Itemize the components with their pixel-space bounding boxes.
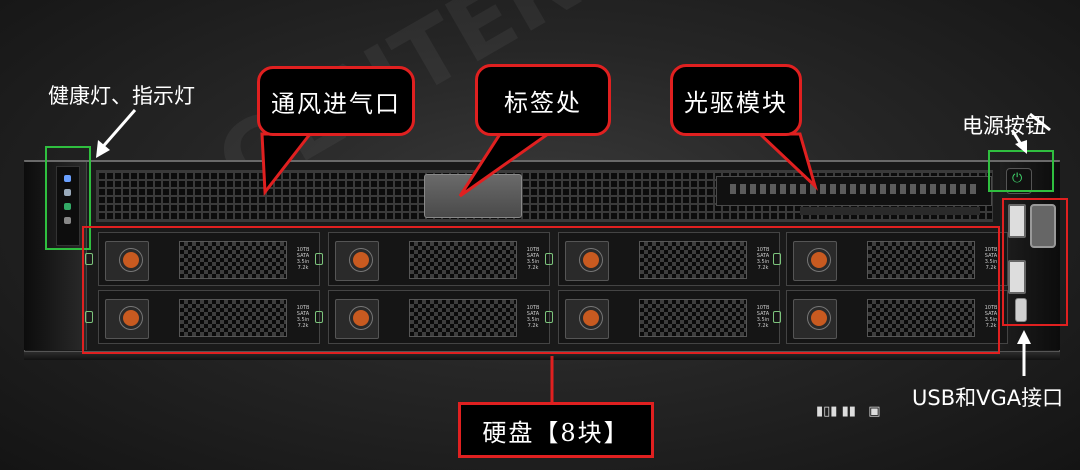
vga-port[interactable] <box>1030 204 1056 248</box>
led-highlight-box <box>45 146 91 250</box>
health-led-label: 健康灯、指示灯 <box>48 84 195 108</box>
hard-disk-6[interactable]: 10TB SATA 3.5in 7.2k <box>315 290 550 344</box>
disk-capacity-label: 10TB SATA 3.5in 7.2k <box>984 305 998 329</box>
disk-status-icon <box>773 253 781 265</box>
optical-pointer <box>756 132 818 191</box>
disk-latch[interactable] <box>565 299 609 339</box>
hard-disk-7[interactable]: 10TB SATA 3.5in 7.2k <box>545 290 780 344</box>
disk-status-icon <box>315 311 323 323</box>
disk-status-icon <box>545 253 553 265</box>
disk-status-icon <box>85 311 93 323</box>
led-icon <box>64 217 71 224</box>
led-icon <box>64 203 71 210</box>
ventilation-callout: 通风进气口 <box>257 66 415 136</box>
usb-vga-label: USB和VGA接口 <box>912 386 1064 410</box>
disk-status-icon <box>773 311 781 323</box>
optical-drive-vent <box>730 184 980 194</box>
disk-capacity-label: 10TB SATA 3.5in 7.2k <box>984 247 998 271</box>
disk-release-knob[interactable] <box>350 307 372 329</box>
chassis-bottom-edge <box>24 352 1060 360</box>
disk-status-icon <box>315 253 323 265</box>
hard-disk-2[interactable]: 10TB SATA 3.5in 7.2k <box>315 232 550 286</box>
disk-status-icon <box>85 253 93 265</box>
disk-highlight-box <box>82 226 1000 354</box>
usb-port[interactable] <box>1008 204 1026 238</box>
disk-release-knob[interactable] <box>808 307 830 329</box>
disk-release-knob[interactable] <box>120 249 142 271</box>
disk-capacity-label: 10TB SATA 3.5in 7.2k <box>756 247 770 271</box>
disk-latch[interactable] <box>565 241 609 281</box>
disk-grille <box>639 299 747 337</box>
disk-capacity-label: 10TB SATA 3.5in 7.2k <box>296 247 310 271</box>
disk-grille <box>867 241 975 279</box>
disk-callout: 硬盘【8块】 <box>458 402 654 458</box>
led-icon <box>64 189 71 196</box>
disk-release-knob[interactable] <box>120 307 142 329</box>
hard-disk-1[interactable]: 10TB SATA 3.5in 7.2k <box>85 232 320 286</box>
power-button-label: 电源按钮 <box>962 114 1046 138</box>
disk-latch[interactable] <box>793 241 837 281</box>
power-button[interactable]: ⏻ <box>1006 168 1032 194</box>
arrow-icon <box>1015 140 1027 154</box>
led-arrow-icon <box>98 109 137 151</box>
optical-drive-slot <box>800 207 980 215</box>
arrow-icon <box>1017 330 1031 344</box>
power-icon: ⏻ <box>1012 171 1023 186</box>
disk-latch[interactable] <box>335 299 379 339</box>
disk-grille <box>867 299 975 337</box>
hard-disk-4[interactable]: 10TB SATA 3.5in 7.2k <box>773 232 1008 286</box>
disk-capacity-label: 10TB SATA 3.5in 7.2k <box>526 305 540 329</box>
arrow-icon <box>96 140 110 158</box>
disk-status-icon <box>545 311 553 323</box>
disk-grille <box>179 299 287 337</box>
disk-grille <box>179 241 287 279</box>
disk-latch[interactable] <box>335 241 379 281</box>
disk-release-knob[interactable] <box>580 307 602 329</box>
optical-callout: 光驱模块 <box>670 64 802 136</box>
hard-disk-3[interactable]: 10TB SATA 3.5in 7.2k <box>545 232 780 286</box>
power-arrow-icon <box>1029 112 1051 132</box>
ventilation-pointer <box>260 132 314 197</box>
disk-latch[interactable] <box>793 299 837 339</box>
micro-usb-port[interactable] <box>1015 298 1027 322</box>
disk-release-knob[interactable] <box>580 249 602 271</box>
hard-disk-8[interactable]: 10TB SATA 3.5in 7.2k <box>773 290 1008 344</box>
disk-grille <box>409 241 517 279</box>
tag-pointer <box>458 132 553 198</box>
disk-capacity-label: 10TB SATA 3.5in 7.2k <box>756 305 770 329</box>
disk-capacity-label: 10TB SATA 3.5in 7.2k <box>296 305 310 329</box>
disk-grille <box>409 299 517 337</box>
tag-callout: 标签处 <box>475 64 611 136</box>
hard-disk-5[interactable]: 10TB SATA 3.5in 7.2k <box>85 290 320 344</box>
bottom-logo-marks: ▮▯▮ ▮▮ ▣ <box>816 404 881 419</box>
ports-highlight-box <box>1002 198 1068 326</box>
disk-latch[interactable] <box>105 241 149 281</box>
usb-port[interactable] <box>1008 260 1026 294</box>
led-icon <box>64 175 71 182</box>
disk-release-knob[interactable] <box>808 249 830 271</box>
disk-release-knob[interactable] <box>350 249 372 271</box>
disk-grille <box>639 241 747 279</box>
disk-capacity-label: 10TB SATA 3.5in 7.2k <box>526 247 540 271</box>
disk-latch[interactable] <box>105 299 149 339</box>
power-highlight-box <box>988 150 1054 192</box>
led-indicator-panel <box>56 166 80 246</box>
